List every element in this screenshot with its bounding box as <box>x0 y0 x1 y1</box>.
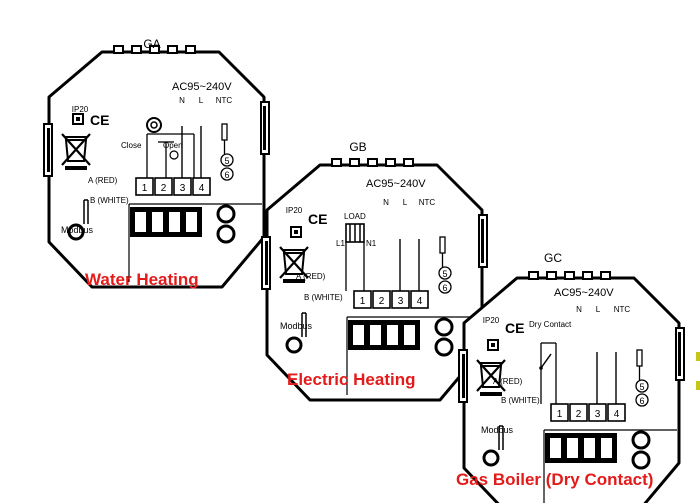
gc-voltage: AC95~240V <box>554 287 614 299</box>
gb-a-label: A (RED) <box>296 272 326 281</box>
gc-terminal-2: 2 <box>576 409 582 420</box>
ga-open-label: Open <box>163 141 183 150</box>
ga-close-label: Close <box>121 141 142 150</box>
edge-mark-bottom <box>696 381 700 390</box>
ga-terminal-1: 1 <box>142 183 148 194</box>
ga-terminal-3: 3 <box>180 183 186 194</box>
gb-load-icon <box>345 223 365 291</box>
gb-voltage: AC95~240V <box>366 178 426 190</box>
ga-voltage: AC95~240V <box>172 81 232 93</box>
gb-terminal-2: 2 <box>379 296 385 307</box>
gc-l-label: L <box>596 305 601 314</box>
gc-body <box>457 270 686 503</box>
ga-ntc-terminal-5: 5 <box>224 156 229 166</box>
ga-b-label: B (WHITE) <box>90 196 129 205</box>
ga-body <box>42 44 271 289</box>
gc-terminal-4: 4 <box>614 409 620 420</box>
panel-ga: GA AC95~240V N L NTC IP20 CE Close Open … <box>42 37 271 289</box>
gc-caption: Gas Boiler (Dry Contact) <box>456 470 654 489</box>
ga-ntc-label: NTC <box>216 96 233 105</box>
gb-modbus-label: Modbus <box>280 321 313 331</box>
ga-valve-icon <box>146 117 195 178</box>
gc-ntc-terminal-6: 6 <box>639 396 644 406</box>
gb-l-label: L <box>403 198 408 207</box>
gc-a-label: A (RED) <box>493 377 523 386</box>
gc-modbus-label: Modbus <box>481 425 514 435</box>
ga-n-label: N <box>179 96 185 105</box>
panel-gc: GC AC95~240V N L NTC IP20 CE Dry Contact… <box>457 251 686 503</box>
gc-ntc-label: NTC <box>614 305 631 314</box>
ga-modbus-label: Modbus <box>61 225 94 235</box>
gb-ntc-terminal-6: 6 <box>442 283 447 293</box>
gb-rating: IP20 <box>286 206 303 215</box>
gb-b-label: B (WHITE) <box>304 293 343 302</box>
gb-n1-label: N1 <box>366 239 377 248</box>
gc-n-label: N <box>576 305 582 314</box>
gc-b-label: B (WHITE) <box>501 396 540 405</box>
gb-ntc-terminal-5: 5 <box>442 269 447 279</box>
ga-model: GA <box>143 37 160 51</box>
gb-n-label: N <box>383 198 389 207</box>
ga-l-label: L <box>199 96 204 105</box>
gb-ce-mark: CE <box>308 211 327 227</box>
gb-load-label: LOAD <box>344 212 366 221</box>
gb-model: GB <box>349 140 366 154</box>
gc-dry-contact-icon <box>539 342 557 404</box>
gc-terminal-3: 3 <box>595 409 601 420</box>
gc-model: GC <box>544 251 562 265</box>
gc-terminal-1: 1 <box>557 409 563 420</box>
gb-ntc-label: NTC <box>419 198 436 207</box>
gc-ntc-terminal-5: 5 <box>639 382 644 392</box>
gc-dry-contact-label: Dry Contact <box>529 320 572 329</box>
ga-terminal-4: 4 <box>199 183 205 194</box>
ga-a-label: A (RED) <box>88 176 118 185</box>
gc-rating: IP20 <box>483 316 500 325</box>
ga-rating: IP20 <box>72 105 89 114</box>
ga-terminal-2: 2 <box>161 183 167 194</box>
gc-ce-mark: CE <box>505 320 524 336</box>
gb-terminal-3: 3 <box>398 296 404 307</box>
ga-ntc-terminal-6: 6 <box>224 170 229 180</box>
gb-terminal-1: 1 <box>360 296 366 307</box>
ga-ce-mark: CE <box>90 112 109 128</box>
gb-caption: Electric Heating <box>287 370 416 389</box>
gb-l1-label: L1 <box>336 239 345 248</box>
ga-caption: Water Heating <box>85 270 199 289</box>
panel-gb: GB AC95~240V N L NTC IP20 CE LOAD L1 N1 … <box>260 140 489 402</box>
edge-mark-top <box>696 352 700 361</box>
gb-terminal-4: 4 <box>417 296 423 307</box>
